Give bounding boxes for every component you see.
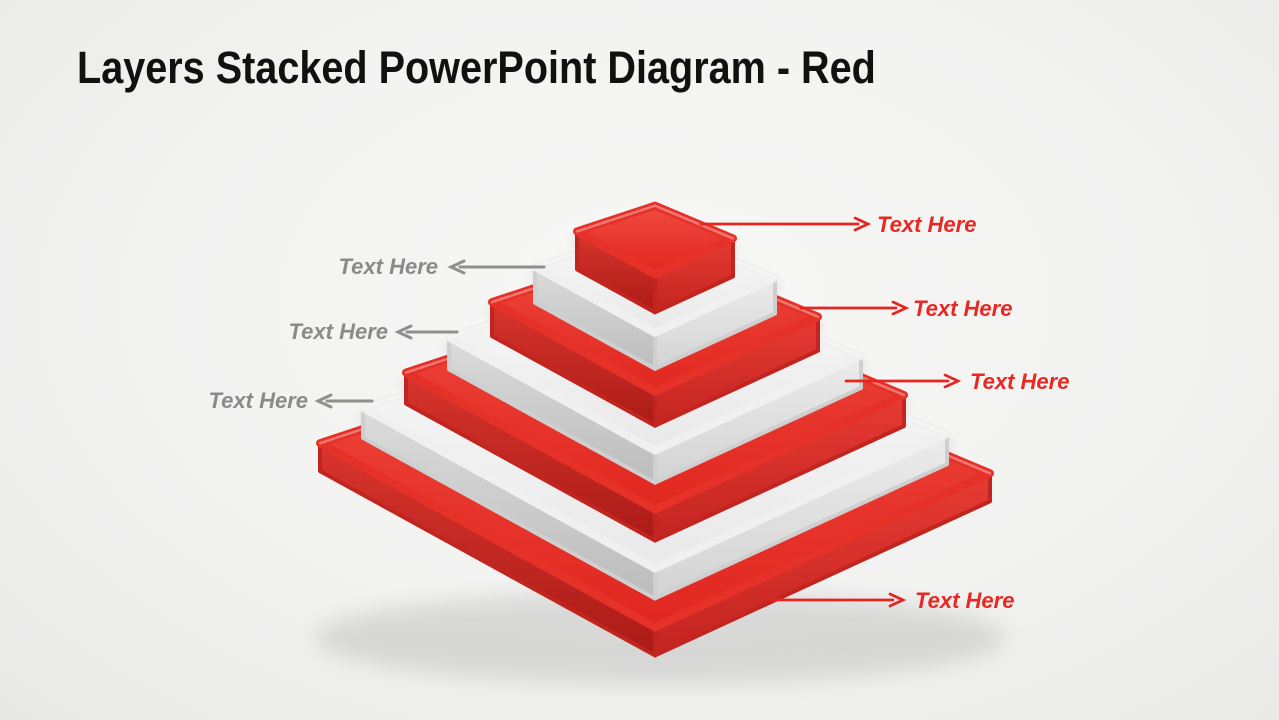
callout-label-right-4: Text Here	[915, 588, 1015, 613]
callout-label-right-1: Text Here	[877, 212, 977, 237]
callout-label-right-3: Text Here	[970, 369, 1070, 394]
arrow-left-icon	[447, 259, 546, 275]
arrow-right-icon	[844, 373, 962, 389]
pyramid-layer-7-red	[571, 201, 739, 315]
arrow-right-icon	[769, 592, 907, 608]
arrow-right-icon	[799, 300, 910, 316]
callout-label-left-1: Text Here	[338, 254, 438, 279]
arrow-right-icon	[699, 216, 872, 232]
callout-label-left-2: Text Here	[288, 319, 388, 344]
arrow-left-icon	[314, 393, 374, 409]
page-title: Layers Stacked PowerPoint Diagram - Red	[77, 42, 876, 93]
callout-label-left-3: Text Here	[208, 388, 308, 413]
arrow-left-icon	[394, 324, 459, 340]
callout-label-right-2: Text Here	[913, 296, 1013, 321]
